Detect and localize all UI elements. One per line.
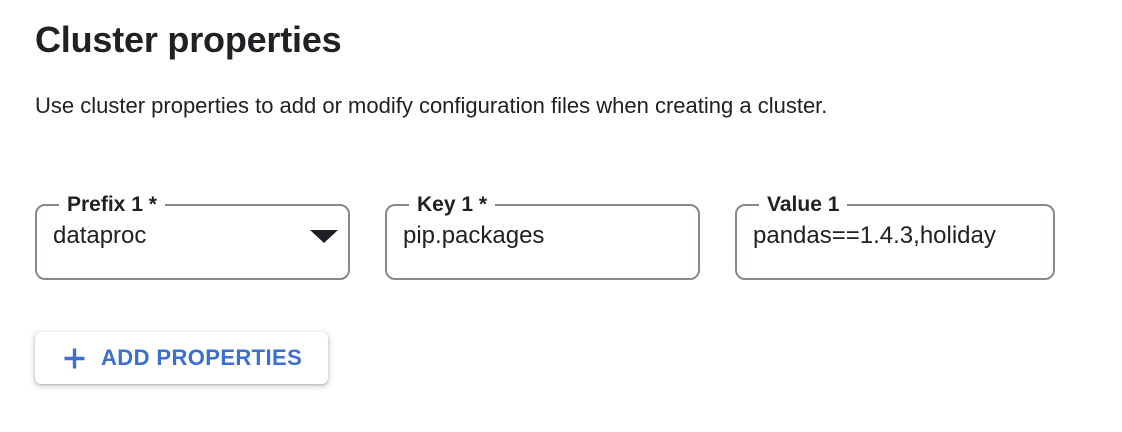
value-input[interactable] <box>753 221 1041 251</box>
add-properties-button-label: ADD PROPERTIES <box>101 345 303 370</box>
dropdown-arrow-icon <box>310 229 338 243</box>
prefix-select-value: dataproc <box>53 222 147 249</box>
prefix-field-label: Prefix 1 * <box>67 193 157 216</box>
page-description: Use cluster properties to add or modify … <box>35 93 828 118</box>
add-properties-button[interactable]: ADD PROPERTIES <box>35 332 329 384</box>
value-field-label: Value 1 <box>767 193 840 216</box>
key-field: Key 1 * <box>385 192 700 280</box>
prefix-select[interactable]: dataproc <box>53 221 348 251</box>
property-row: Prefix 1 * dataproc Key 1 * Value 1 <box>35 192 1122 280</box>
key-input[interactable] <box>403 221 687 251</box>
plus-icon <box>61 345 88 372</box>
page-title: Cluster properties <box>35 19 342 60</box>
value-field: Value 1 <box>735 192 1055 280</box>
prefix-field: Prefix 1 * dataproc <box>35 192 350 280</box>
key-field-label: Key 1 * <box>417 193 488 216</box>
